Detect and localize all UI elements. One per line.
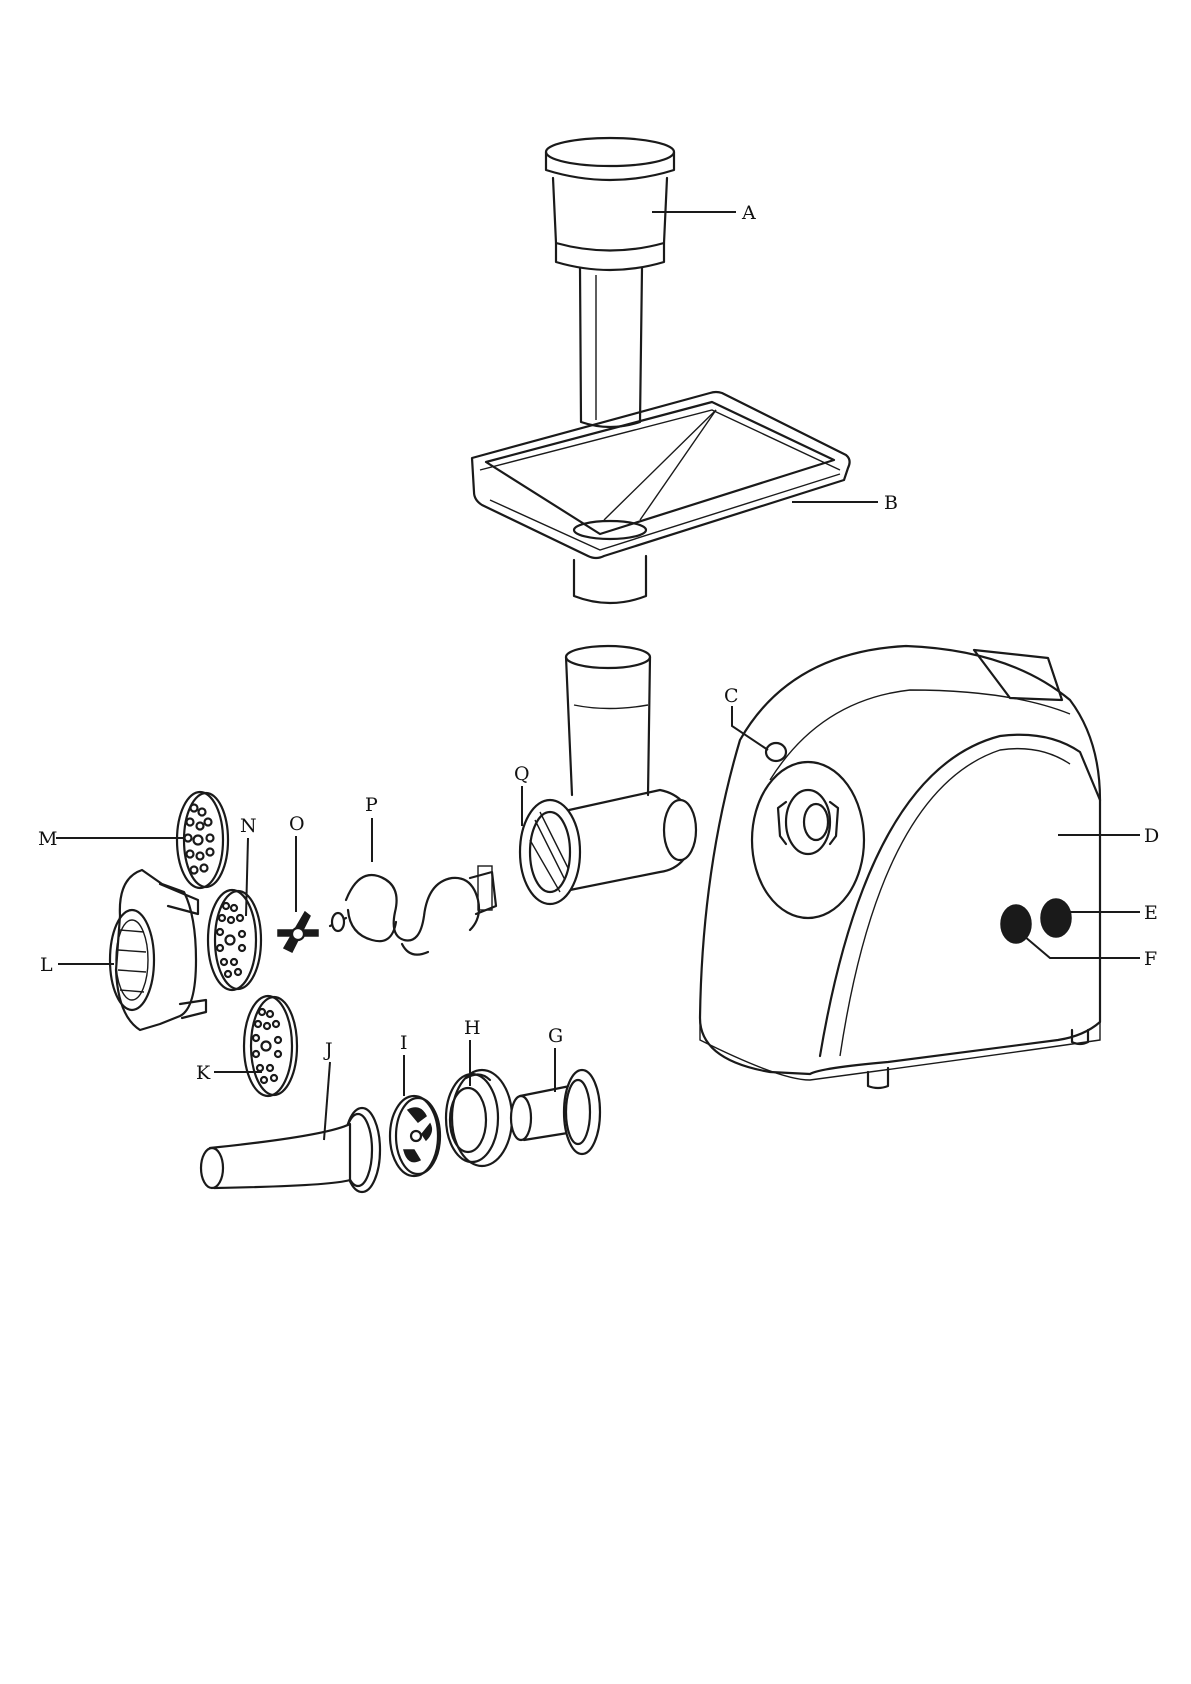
leader-lines bbox=[56, 212, 1140, 1140]
label-m: M bbox=[38, 828, 57, 850]
part-e-power-button bbox=[1041, 899, 1071, 937]
label-j: J bbox=[323, 1039, 333, 1061]
label-n: N bbox=[240, 815, 257, 837]
part-k-fine-plate bbox=[244, 996, 297, 1096]
part-e-f-buttons bbox=[1001, 899, 1071, 943]
label-e: E bbox=[1144, 902, 1158, 924]
part-i-separator bbox=[390, 1096, 440, 1176]
label-a: A bbox=[741, 202, 756, 224]
part-b-tray bbox=[472, 392, 850, 603]
part-h-coupling bbox=[446, 1070, 512, 1166]
label-b: B bbox=[884, 492, 898, 514]
part-m-coarse-plate bbox=[177, 792, 228, 888]
label-i: I bbox=[400, 1032, 408, 1054]
part-l-ring-nut bbox=[110, 870, 206, 1030]
leader-f bbox=[1024, 936, 1140, 958]
part-a-pusher bbox=[546, 138, 674, 427]
leader-c bbox=[732, 706, 768, 750]
label-k: K bbox=[196, 1062, 211, 1084]
leader-j bbox=[324, 1062, 330, 1140]
label-d: D bbox=[1144, 825, 1159, 847]
label-q: Q bbox=[514, 763, 530, 785]
part-j-sausage-nozzle bbox=[201, 1108, 380, 1192]
label-h: H bbox=[464, 1017, 481, 1039]
part-d-motor-housing bbox=[700, 646, 1100, 1088]
label-p: P bbox=[365, 794, 378, 816]
label-f: F bbox=[1144, 948, 1157, 970]
label-g: G bbox=[548, 1025, 563, 1047]
label-o: O bbox=[289, 813, 305, 835]
part-o-cross-blade bbox=[278, 912, 318, 952]
part-p-worm-screw bbox=[330, 866, 496, 955]
part-n-medium-plate bbox=[208, 890, 261, 990]
label-c: C bbox=[724, 685, 739, 707]
label-l: L bbox=[40, 954, 53, 976]
part-q-grinder-head bbox=[520, 646, 696, 904]
part-labels: A B C D E F G H I J K L M N O P Q bbox=[38, 202, 1159, 1084]
